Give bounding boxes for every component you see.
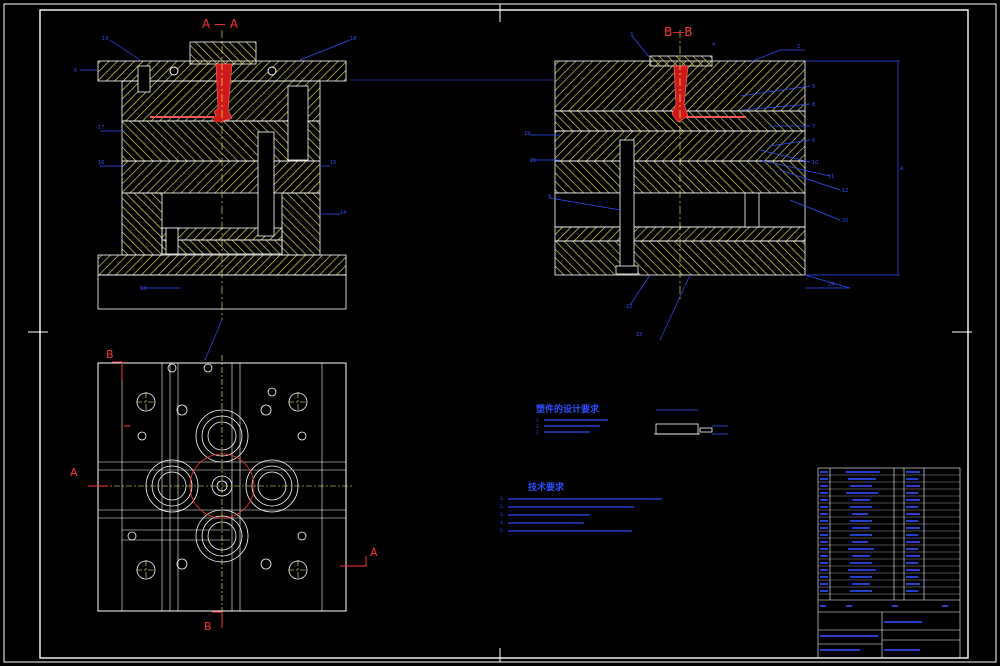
tech-req-item-1: 1. — [500, 496, 504, 501]
title-block — [817, 467, 961, 659]
section-a-marker-left: A — [70, 466, 78, 479]
svg-text:19: 19 — [102, 36, 108, 42]
plan-view — [88, 355, 367, 628]
part-requirements-title: 塑件的设计要求 — [536, 403, 600, 415]
svg-text:22: 22 — [626, 304, 632, 310]
part-requirements-list: 1. 2. 3. — [536, 418, 540, 435]
tech-requirements-list: 1. 2. 3. 4. 5. — [500, 496, 504, 533]
svg-text:3: 3 — [630, 32, 633, 38]
svg-text:10: 10 — [812, 160, 818, 166]
svg-text:13: 13 — [140, 286, 146, 292]
svg-text:14: 14 — [340, 210, 346, 216]
bom-rows — [818, 474, 960, 595]
tech-requirements-title: 技术要求 — [528, 481, 565, 493]
svg-text:15: 15 — [330, 160, 336, 166]
svg-text:8: 8 — [812, 102, 815, 108]
svg-text:18: 18 — [350, 36, 356, 42]
drawing-frame — [3, 3, 997, 663]
svg-text:6: 6 — [74, 68, 77, 74]
svg-text:A: A — [900, 166, 904, 172]
section-b-marker-bottom: B — [204, 620, 212, 633]
section-bb-title: B—B — [664, 25, 692, 39]
svg-text:9: 9 — [548, 194, 551, 200]
section-b-marker-top: B — [106, 348, 114, 361]
part-req-item-1: 1. — [536, 418, 540, 423]
svg-text:4: 4 — [712, 42, 715, 48]
part-req-item-3: 3. — [536, 430, 540, 435]
svg-text:17: 17 — [98, 125, 104, 131]
svg-text:2: 2 — [797, 44, 800, 50]
bom-entries — [820, 471, 948, 651]
section-aa-view: 19 6 18 17 16 15 14 13 — [74, 30, 356, 361]
svg-text:24: 24 — [828, 282, 834, 288]
tech-req-item-4: 4. — [500, 520, 504, 525]
tech-req-item-3: 3. — [500, 512, 504, 517]
svg-text:6: 6 — [812, 138, 815, 144]
tech-req-item-2: 2. — [500, 504, 504, 509]
section-a-marker-right: A — [370, 546, 378, 559]
part-req-item-2: 2. — [536, 424, 540, 429]
svg-text:23: 23 — [636, 332, 642, 338]
svg-text:12: 12 — [842, 188, 848, 194]
section-aa-title: A — A — [202, 17, 239, 31]
part-sketch — [654, 409, 728, 435]
svg-text:7: 7 — [812, 124, 815, 130]
svg-text:16: 16 — [98, 160, 104, 166]
svg-text:19: 19 — [524, 131, 530, 137]
svg-text:20: 20 — [842, 218, 848, 224]
svg-text:5: 5 — [812, 84, 815, 90]
svg-text:11: 11 — [828, 174, 834, 180]
svg-text:21: 21 — [530, 158, 536, 164]
section-bb-view: 3 4 2 5 8 7 6 10 11 12 20 19 21 9 22 23 … — [350, 30, 904, 341]
tech-req-item-5: 5. — [500, 528, 504, 533]
